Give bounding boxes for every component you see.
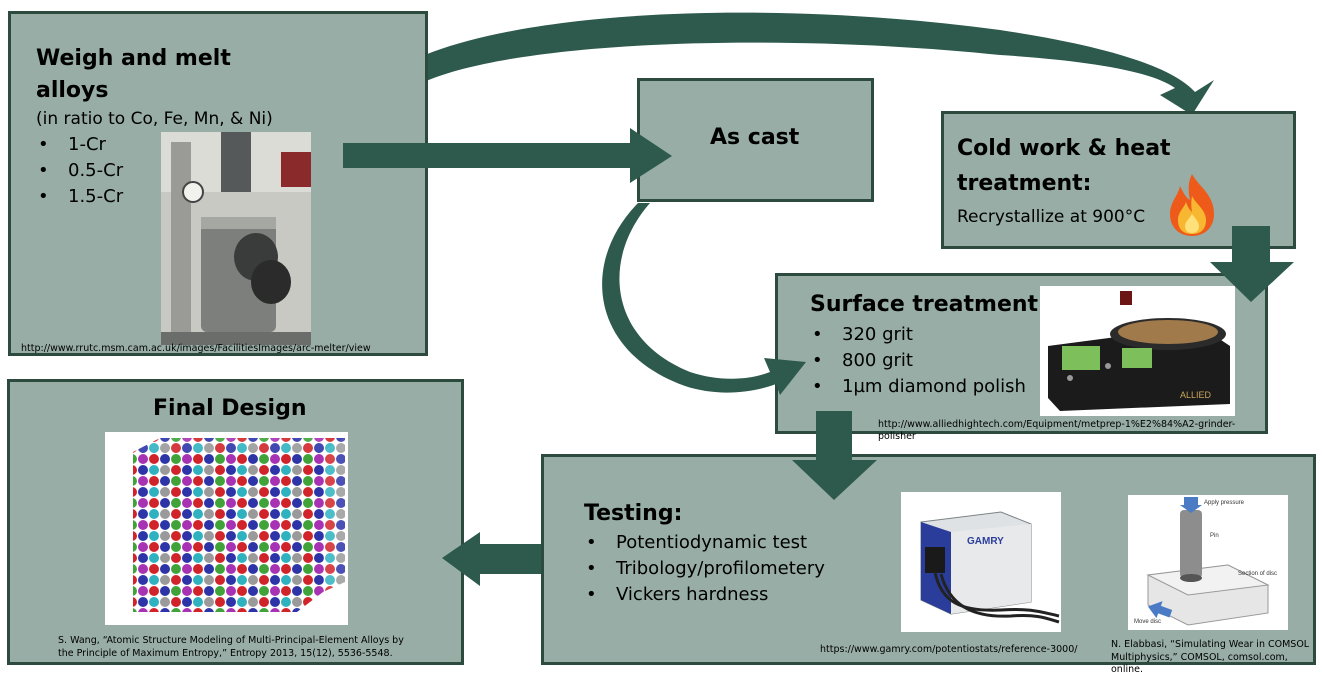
gamry-potentiostat-photo: GAMRY xyxy=(901,492,1061,632)
weigh-citation[interactable]: http://www.rrutc.msm.cam.ac.uk/images/Fa… xyxy=(21,343,371,354)
testing-list: Potentiodynamic test Tribology/profilome… xyxy=(584,530,825,608)
arrow-weigh-to-ascast xyxy=(343,128,672,183)
surface-title: Surface treatment xyxy=(810,292,1039,317)
surface-item: 1µm diamond polish xyxy=(810,374,1026,400)
weigh-subtitle: (in ratio to Co, Fe, Mn, & Ni) xyxy=(36,109,273,129)
comsol-citation-2: Multiphysics,” COMSOL, comsol.com, onlin… xyxy=(1111,652,1288,675)
as-cast-title: As cast xyxy=(710,125,800,150)
as-cast-box: As cast xyxy=(637,78,874,202)
gamry-logo: GAMRY xyxy=(967,536,1004,547)
arrow-surface-to-testing xyxy=(792,411,877,500)
final-design-box: Final Design S. Wang, “Atomic Structure … xyxy=(7,379,464,665)
arc-melter-photo xyxy=(161,132,311,345)
section-of-disc-label: Section of disc xyxy=(1238,571,1277,577)
gamry-citation[interactable]: https://www.gamry.com/potentiostats/refe… xyxy=(820,644,1078,655)
final-title: Final Design xyxy=(153,396,307,421)
arrow-cold-to-surface xyxy=(1210,226,1294,302)
arrow-testing-to-final xyxy=(442,532,541,586)
cold-title-2: treatment: xyxy=(957,171,1092,196)
alloy-item: 1-Cr xyxy=(36,132,123,158)
testing-title: Testing: xyxy=(584,501,683,526)
curve-arrow-top xyxy=(358,12,1214,115)
pin-label: Pin xyxy=(1210,533,1219,539)
fire-icon xyxy=(1170,174,1214,236)
surface-list: 320 grit 800 grit 1µm diamond polish xyxy=(810,322,1026,400)
comsol-citation-1: N. Elabbasi, “Simulating Wear in COMSOL xyxy=(1111,639,1310,650)
weigh-title-2: alloys xyxy=(36,78,109,103)
weigh-melt-box: Weigh and melt alloys (in ratio to Co, F… xyxy=(8,11,428,356)
alloy-item: 0.5-Cr xyxy=(36,158,123,184)
pin-on-disc-diagram: Apply pressure Pin Section of disc Move … xyxy=(1128,495,1288,630)
curve-arrow-ascast-to-surface xyxy=(602,203,806,395)
atomic-structure-image xyxy=(105,432,348,625)
testing-box: Testing: Potentiodynamic test Tribology/… xyxy=(541,454,1316,675)
testing-item: Potentiodynamic test xyxy=(584,530,825,556)
testing-item: Tribology/profilometery xyxy=(584,556,825,582)
apply-pressure-label: Apply pressure xyxy=(1204,500,1245,506)
weigh-title-1: Weigh and melt xyxy=(36,46,231,71)
alloy-item: 1.5-Cr xyxy=(36,184,123,210)
allied-logo: ALLIED xyxy=(1180,390,1212,400)
move-disc-label: Move disc xyxy=(1134,619,1161,625)
surface-item: 320 grit xyxy=(810,322,1026,348)
grinder-polisher-photo: ALLIED xyxy=(1040,286,1235,416)
alloy-list: 1-Cr 0.5-Cr 1.5-Cr xyxy=(36,132,123,210)
testing-item: Vickers hardness xyxy=(584,582,825,608)
final-citation-2: the Principle of Maximum Entropy,” Entro… xyxy=(58,648,393,659)
surface-item: 800 grit xyxy=(810,348,1026,374)
final-citation-1: S. Wang, “Atomic Structure Modeling of M… xyxy=(58,635,404,646)
surface-citation[interactable]: http://www.alliedhightech.com/Equipment/… xyxy=(878,419,1236,442)
cold-text: Recrystallize at 900°C xyxy=(957,207,1146,227)
cold-title-1: Cold work & heat xyxy=(957,136,1171,161)
surface-treatment-box: Surface treatment 320 grit 800 grit 1µm … xyxy=(775,273,1268,442)
